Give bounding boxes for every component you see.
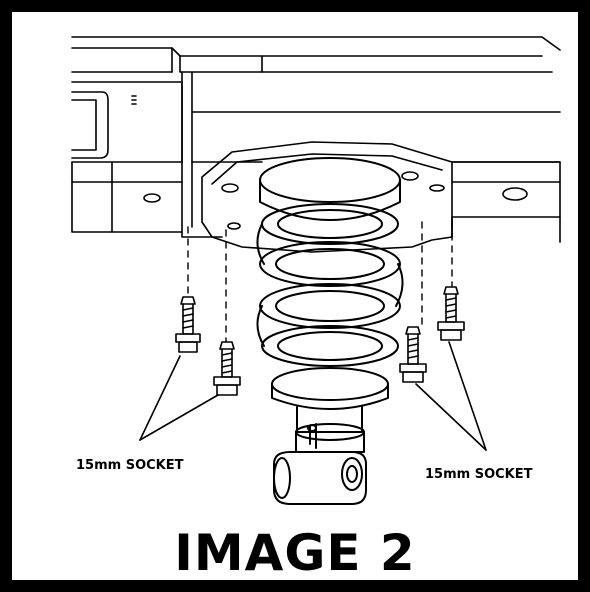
socket-label-right: 15mm SOCKET — [425, 467, 533, 482]
alignment-lines — [187, 221, 453, 343]
upper-mount — [201, 141, 453, 253]
coil-spring — [256, 157, 404, 410]
bolt-inner-left — [213, 341, 241, 396]
suspension-illustration — [71, 36, 561, 505]
bolt-far-right — [437, 286, 465, 341]
bolt-far-left — [175, 296, 201, 353]
image-caption: IMAGE 2 — [174, 524, 416, 580]
vehicle-frame — [71, 36, 561, 243]
diagram-canvas: 15mm SOCKET 15mm SOCKET IMAGE 2 — [12, 12, 578, 580]
leader-lines — [139, 341, 487, 451]
socket-label-left: 15mm SOCKET — [76, 458, 184, 473]
shock-absorber — [273, 406, 367, 505]
bolt-inner-right — [399, 326, 427, 383]
